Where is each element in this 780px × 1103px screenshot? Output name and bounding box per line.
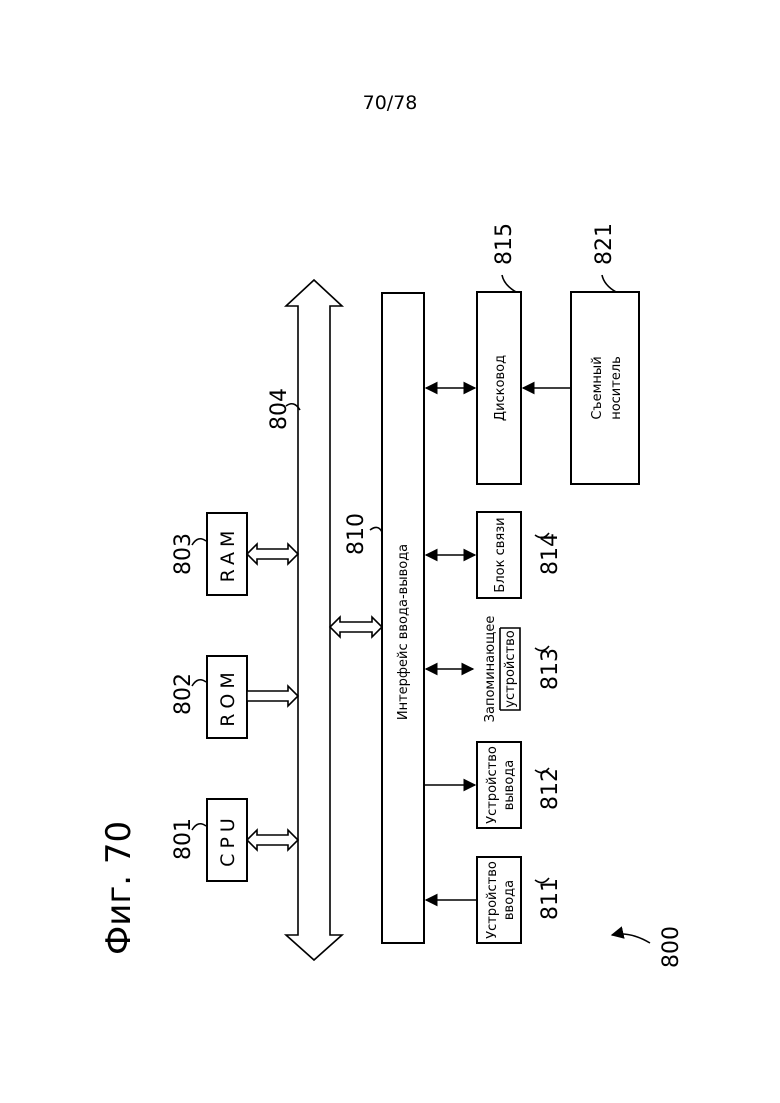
comm-unit-label: Блок связи <box>493 517 508 592</box>
cpu-ref: 801 <box>171 818 196 860</box>
io-interface-leader <box>370 527 382 532</box>
system-800-arrow <box>612 934 650 943</box>
disk-drive-ref: 815 <box>492 223 517 265</box>
bus-804-ref: 804 <box>267 388 292 430</box>
removable-media-label-2: носитель <box>609 356 624 420</box>
output-device-ref: 812 <box>538 768 563 810</box>
ram-ref: 803 <box>171 533 196 575</box>
input-device-label-2: ввода <box>502 880 517 920</box>
comm-unit-ref: 814 <box>538 533 563 575</box>
storage-device-label-1: Запоминающее <box>483 616 498 723</box>
removable-media-label-1: Съемный <box>590 356 605 419</box>
removable-media-block <box>571 292 639 484</box>
input-device-ref: 811 <box>538 878 563 920</box>
output-device-label-2: вывода <box>502 760 517 811</box>
figure-label: Фиг. 70 <box>99 821 139 955</box>
ram-bus-connector <box>247 544 298 564</box>
io-interface-label: Интерфейс ввода-вывода <box>396 544 411 720</box>
storage-device-label-2: устройство <box>503 630 518 707</box>
disk-drive-leader <box>502 275 516 292</box>
bus-804-arrow <box>286 280 342 960</box>
ram-label: RAM <box>217 526 239 583</box>
rom-label: ROM <box>217 667 239 727</box>
rom-ref: 802 <box>171 673 196 715</box>
cpu-bus-connector <box>247 830 298 850</box>
removable-media-leader <box>602 275 616 292</box>
input-device-label-1: Устройство <box>485 861 500 939</box>
rom-bus-connector <box>247 686 298 706</box>
system-800-ref: 800 <box>659 926 684 968</box>
disk-drive-label: Дисковод <box>493 355 508 421</box>
bus-io-connector <box>330 617 382 637</box>
storage-device-ref: 813 <box>538 648 563 690</box>
cpu-label: CPU <box>217 813 239 867</box>
removable-media-ref: 821 <box>592 223 617 265</box>
output-device-label-1: Устройство <box>485 746 500 824</box>
io-interface-ref: 810 <box>344 513 369 555</box>
